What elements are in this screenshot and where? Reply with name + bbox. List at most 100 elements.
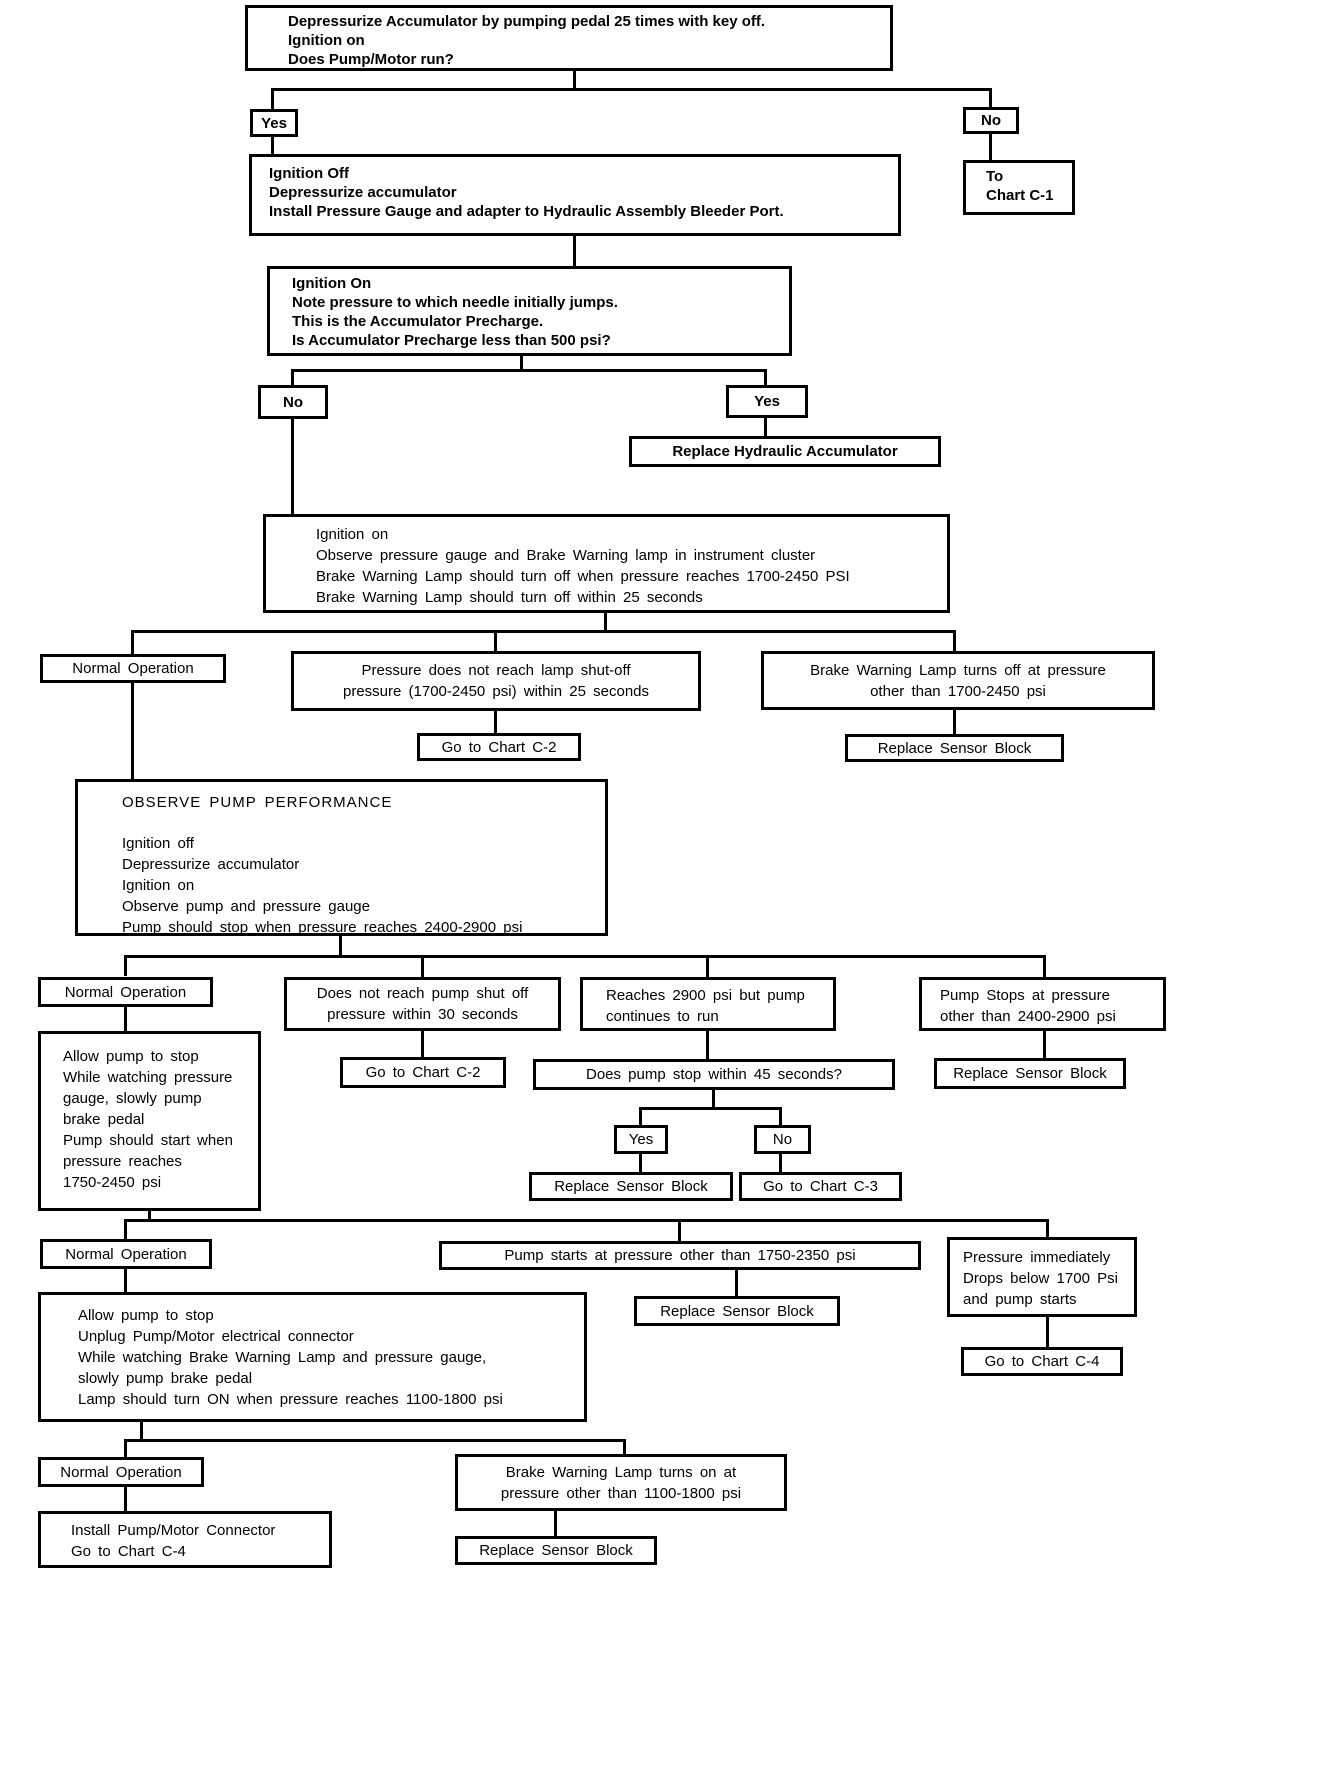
node-ignition-off-setup: Ignition Off Depressurize accumulator In… <box>249 154 901 236</box>
text-line: Ignition Off <box>269 165 349 182</box>
node-normal-operation-2: Normal Operation <box>38 977 213 1007</box>
connector <box>706 1031 709 1059</box>
connector <box>953 710 956 734</box>
connector <box>124 1439 127 1457</box>
text-line: Brake Warning Lamp should turn off when … <box>316 568 850 585</box>
text-line: Ignition on <box>122 877 195 894</box>
node-lamp-on-check: Allow pump to stop Unplug Pump/Motor ele… <box>38 1292 587 1422</box>
text-line: Pressure does not reach lamp shut-off <box>361 662 631 679</box>
text-line: While watching pressure <box>63 1069 233 1086</box>
text-line: Install Pump/Motor Connector <box>71 1522 276 1539</box>
text-line: Does not reach pump shut off <box>316 985 529 1002</box>
node-normal-operation-1: Normal Operation <box>40 654 226 683</box>
text-line: continues to run <box>606 1008 719 1025</box>
connector <box>779 1154 782 1172</box>
text-line: Depressurize accumulator <box>269 184 457 201</box>
text-line: Reaches 2900 psi but pump <box>606 987 805 1004</box>
text-line: Pressure immediately <box>963 1249 1111 1266</box>
node-replace-hydraulic-accumulator: Replace Hydraulic Accumulator <box>629 436 941 467</box>
node-go-to-chart-c3: Go to Chart C-3 <box>739 1172 902 1201</box>
text-line: Normal Operation <box>72 660 194 677</box>
connector <box>1043 955 1046 977</box>
text-line: Normal Operation <box>60 1463 182 1481</box>
connector <box>953 630 956 651</box>
node-observe-pump-performance: OBSERVE PUMP PERFORMANCE Ignition off De… <box>75 779 608 936</box>
text-line: This is the Accumulator Precharge. <box>292 313 544 330</box>
node-replace-sensor-block-5: Replace Sensor Block <box>455 1536 657 1565</box>
node-replace-sensor-block-2: Replace Sensor Block <box>529 1172 733 1201</box>
connector <box>639 1154 642 1172</box>
connector <box>124 955 127 976</box>
branch-no-pump-runs: No <box>963 107 1019 134</box>
connector <box>148 1211 151 1221</box>
branch-no-45s: No <box>754 1125 811 1154</box>
node-start: Depressurize Accumulator by pumping peda… <box>245 5 893 71</box>
connector <box>494 711 497 733</box>
connector <box>131 630 134 654</box>
connector <box>124 955 1046 958</box>
text-line: Does Pump/Motor run? <box>288 51 454 68</box>
connector <box>421 955 424 977</box>
text-line: Normal Operation <box>64 983 187 1001</box>
connector <box>1043 1031 1046 1058</box>
text-line: Replace Sensor Block <box>877 739 1032 757</box>
text-line: Yes <box>261 114 287 132</box>
text-line: Ignition On <box>292 275 372 292</box>
text-line: Go to Chart C-4 <box>71 1543 186 1560</box>
node-replace-sensor-block-1: Replace Sensor Block <box>845 734 1064 762</box>
connector <box>124 1269 127 1292</box>
text-line: brake pedal <box>63 1111 145 1128</box>
connector <box>421 1031 424 1057</box>
node-lamp-observation: Ignition on Observe pressure gauge and B… <box>263 514 950 613</box>
connector <box>271 137 274 154</box>
node-lamp-wrong-pressure: Brake Warning Lamp turns off at pressure… <box>761 651 1155 710</box>
node-normal-operation-4: Normal Operation <box>38 1457 204 1487</box>
text-line: Allow pump to stop <box>78 1307 214 1324</box>
connector <box>124 1219 127 1239</box>
connector <box>494 630 497 651</box>
node-replace-sensor-block-3: Replace Sensor Block <box>934 1058 1126 1089</box>
connector <box>1046 1219 1049 1237</box>
text-line: Is Accumulator Precharge less than 500 p… <box>292 332 611 349</box>
text-line: Drops below 1700 Psi <box>963 1270 1118 1287</box>
text-line: Replace Sensor Block <box>479 1542 633 1559</box>
node-pressure-drops: Pressure immediately Drops below 1700 Ps… <box>947 1237 1137 1317</box>
text-line: Pump Stops at pressure <box>940 987 1110 1004</box>
connector <box>639 1107 782 1110</box>
connector <box>764 369 767 385</box>
connector <box>604 613 607 632</box>
text-line: Pump starts at pressure other than 1750-… <box>504 1247 856 1264</box>
connector <box>124 1006 127 1031</box>
text-line: No <box>981 112 1001 129</box>
connector <box>554 1511 557 1536</box>
connector <box>989 134 992 160</box>
text-line: Brake Warning Lamp turns on at <box>505 1463 737 1481</box>
node-pump-restart-check: Allow pump to stop While watching pressu… <box>38 1031 261 1211</box>
text-line: No <box>283 393 303 411</box>
node-pump-continues: Reaches 2900 psi but pump continues to r… <box>580 977 836 1031</box>
node-pump-stops-wrong: Pump Stops at pressure other than 2400-2… <box>919 977 1166 1031</box>
text-line: Unplug Pump/Motor electrical connector <box>78 1328 354 1345</box>
connector <box>291 369 767 372</box>
text-line: and pump starts <box>963 1291 1077 1308</box>
text-line: Go to Chart C-4 <box>984 1353 1100 1370</box>
text-line: pressure reaches <box>63 1153 182 1170</box>
text-line: Lamp should turn ON when pressure reache… <box>78 1391 503 1408</box>
branch-yes-precharge: Yes <box>726 385 808 418</box>
node-pump-stop-45s: Does pump stop within 45 seconds? <box>533 1059 895 1090</box>
node-lamp-no-shutoff: Pressure does not reach lamp shut-off pr… <box>291 651 701 711</box>
text-line: While watching Brake Warning Lamp and pr… <box>78 1349 487 1366</box>
connector <box>1046 1317 1049 1347</box>
connector <box>779 1107 782 1125</box>
node-pump-starts-wrong: Pump starts at pressure other than 1750-… <box>439 1241 921 1270</box>
branch-yes-pump-runs: Yes <box>250 109 298 137</box>
text-line: Replace Sensor Block <box>554 1178 708 1195</box>
text-line: pressure within 30 seconds <box>327 1006 518 1023</box>
node-no-pump-shutoff: Does not reach pump shut off pressure wi… <box>284 977 561 1031</box>
text-line: Observe pressure gauge and Brake Warning… <box>316 547 816 564</box>
text-line: Note pressure to which needle initially … <box>292 294 618 311</box>
connector <box>573 236 576 266</box>
node-replace-sensor-block-4: Replace Sensor Block <box>634 1296 840 1326</box>
connector <box>291 419 294 514</box>
text-line: Brake Warning Lamp turns off at pressure <box>810 661 1106 679</box>
